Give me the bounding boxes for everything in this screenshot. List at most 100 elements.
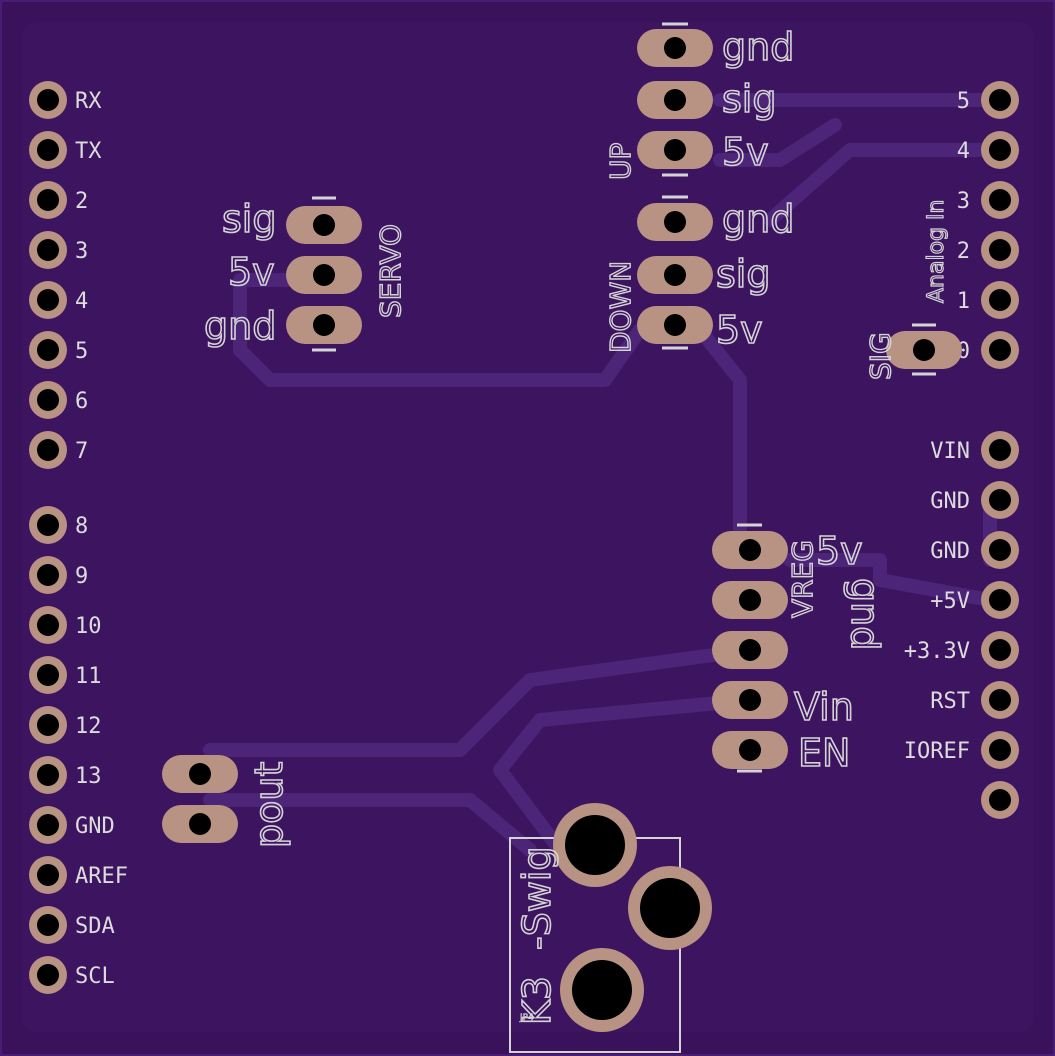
- analog-pin-label: 3: [957, 189, 970, 214]
- sig-pad-group: SIG: [863, 331, 962, 381]
- left-pin-label: AREF: [75, 864, 128, 889]
- down-pin-1-drill: [664, 264, 686, 286]
- vreg-pin-1-drill: [739, 589, 761, 611]
- power-pin-label: GND: [930, 539, 970, 564]
- power-pin-5-drill: [989, 689, 1011, 711]
- left-pin-label: SCL: [75, 964, 115, 989]
- left-pin-8-drill: [37, 514, 59, 536]
- analog-pin-label: 5: [957, 89, 970, 114]
- switch-pad-2-drill: [640, 878, 700, 938]
- power-pin-6-drill: [989, 739, 1011, 761]
- switch-pad-1-drill: [565, 815, 625, 875]
- left-pin-label: SDA: [75, 914, 115, 939]
- power-pin-label: IOREF: [904, 739, 970, 764]
- left-pin-0-drill: [37, 89, 59, 111]
- left-pin-label: 12: [75, 714, 102, 739]
- left-pin-17-drill: [37, 964, 59, 986]
- down-pin-gnd-label: gnd: [722, 197, 794, 241]
- servo-pin-gnd-label: gnd: [204, 304, 276, 348]
- left-pin-14-drill: [37, 814, 59, 836]
- power-pin-4-drill: [989, 639, 1011, 661]
- vreg-connector: VREG 5v gnd Vin EN: [712, 528, 888, 776]
- up-pin-0-drill: [664, 37, 686, 59]
- down-pin-0-drill: [664, 211, 686, 233]
- left-pin-2-drill: [37, 189, 59, 211]
- down-pin-sig-label: sig: [716, 252, 770, 296]
- left-pin-label: 9: [75, 564, 88, 589]
- left-pin-label: RX: [75, 89, 102, 114]
- analog-pin-label: 4: [957, 139, 970, 164]
- switch-pad-3-drill: [572, 960, 632, 1020]
- pout-pad-1-drill: [189, 763, 211, 785]
- left-pin-label: 2: [75, 189, 88, 214]
- analog-pin-0-drill: [989, 89, 1011, 111]
- power-pin-1-drill: [989, 489, 1011, 511]
- analog-pin-5-drill: [989, 339, 1011, 361]
- pout-pad-2-drill: [189, 813, 211, 835]
- down-connector: DOWN gnd sig 5v: [603, 196, 795, 354]
- analog-pin-label: 2: [957, 239, 970, 264]
- power-pin-label: +5V: [930, 589, 970, 614]
- vreg-pin-0-drill: [739, 539, 761, 561]
- switch-component: -Swig K3 JP4: [514, 803, 712, 1032]
- vreg-pin-vin-label: Vin: [794, 685, 854, 729]
- left-pin-9-drill: [37, 564, 59, 586]
- left-pin-3-drill: [37, 239, 59, 261]
- left-pin-label: GND: [75, 814, 115, 839]
- power-pin-label: VIN: [930, 439, 970, 464]
- servo-pin-1-drill: [313, 264, 335, 286]
- down-title: DOWN: [604, 261, 637, 353]
- left-pin-12-drill: [37, 714, 59, 736]
- up-pin-5v-label: 5v: [722, 130, 769, 174]
- left-pin-label: 5: [75, 339, 88, 364]
- servo-pin-2-drill: [313, 314, 335, 336]
- left-pin-11-drill: [37, 664, 59, 686]
- vreg-pin-3-drill: [739, 689, 761, 711]
- vreg-pin-en-label: EN: [798, 731, 850, 775]
- left-pin-4-drill: [37, 289, 59, 311]
- analog-pin-1-drill: [989, 139, 1011, 161]
- left-pin-7-drill: [37, 439, 59, 461]
- servo-title: SERVO: [374, 224, 407, 318]
- left-pin-label: 4: [75, 289, 88, 314]
- left-pin-label: 13: [75, 764, 102, 789]
- up-connector: UP gnd sig 5v: [603, 24, 795, 181]
- servo-connector: SERVO sig 5v gnd: [203, 196, 408, 349]
- power-pin-2-drill: [989, 539, 1011, 561]
- left-pin-label: 3: [75, 239, 88, 264]
- sig-title: SIG: [864, 332, 897, 380]
- down-pin-5v-label: 5v: [716, 308, 763, 352]
- pout-connector: pout: [162, 755, 292, 849]
- left-pin-15-drill: [37, 864, 59, 886]
- vreg-pin-5v-label: 5v: [816, 529, 863, 573]
- switch-sub-ref: JP4: [519, 1013, 534, 1023]
- left-pin-5-drill: [37, 339, 59, 361]
- sig-pad-drill: [913, 339, 935, 361]
- up-pin-1-drill: [664, 89, 686, 111]
- up-pin-2-drill: [664, 139, 686, 161]
- vreg-pin-2-drill: [739, 639, 761, 661]
- power-pin-label: +3.3V: [904, 639, 970, 664]
- vreg-pin-4-drill: [739, 739, 761, 761]
- traces: [203, 93, 1007, 857]
- power-pin-0-drill: [989, 439, 1011, 461]
- analog-in-label: Analog In: [924, 200, 949, 303]
- vreg-pin-gnd-label: gnd: [843, 578, 887, 650]
- left-pin-6-drill: [37, 389, 59, 411]
- switch-ref: K3: [515, 976, 559, 1025]
- left-pin-13-drill: [37, 764, 59, 786]
- up-pin-sig-label: sig: [722, 77, 776, 121]
- left-pin-16-drill: [37, 914, 59, 936]
- switch-title: -Swig: [515, 846, 559, 950]
- power-pin-label: GND: [930, 489, 970, 514]
- servo-pin-5v-label: 5v: [228, 250, 275, 294]
- servo-pin-sig-label: sig: [222, 197, 276, 241]
- analog-pin-2-drill: [989, 189, 1011, 211]
- left-pin-1-drill: [37, 139, 59, 161]
- left-pin-label: 7: [75, 439, 88, 464]
- vreg-title: VREG: [786, 540, 819, 618]
